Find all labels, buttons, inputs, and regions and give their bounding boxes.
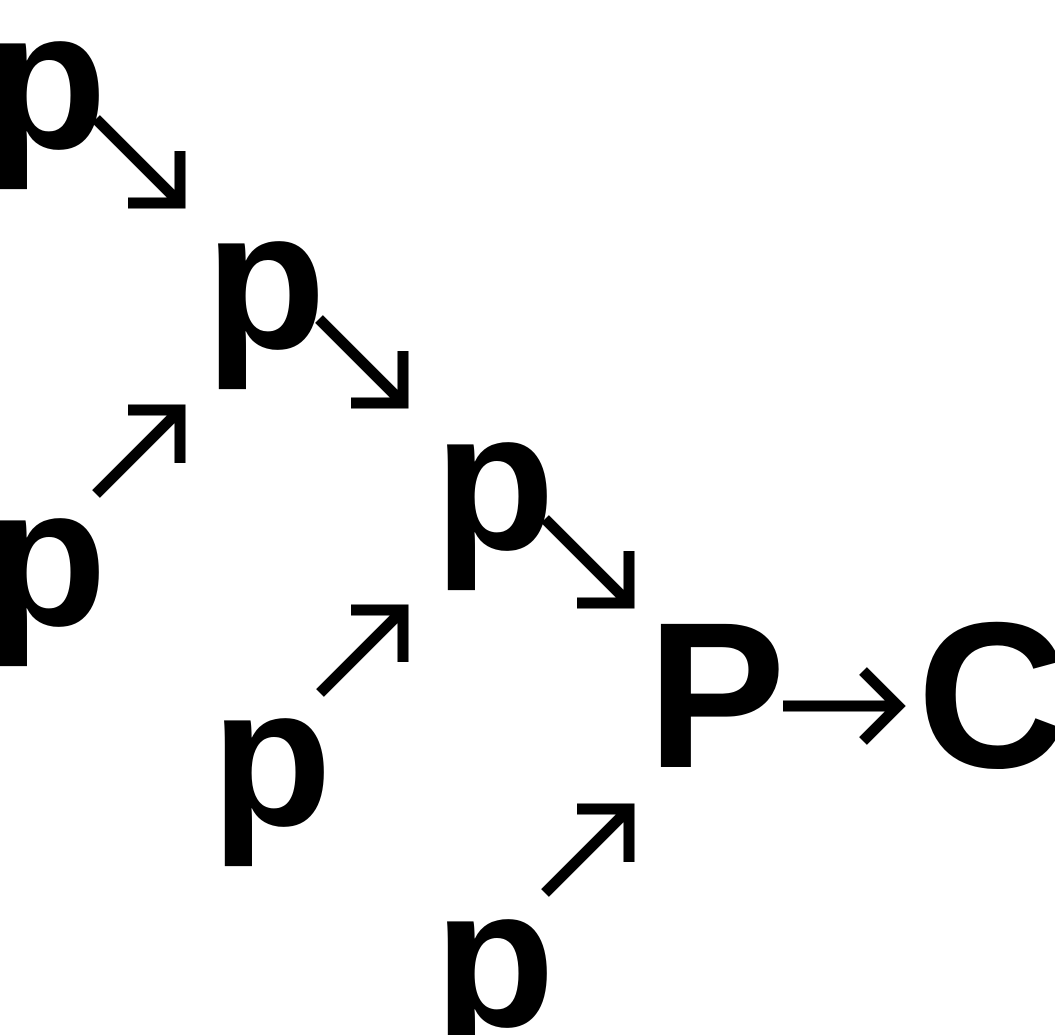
- arrow-p3-to-p2: [92, 404, 186, 498]
- node-p-5: p: [211, 646, 332, 867]
- node-C: C: [917, 580, 1055, 812]
- arrow-p4-to-P: [541, 515, 635, 609]
- node-p-4: p: [434, 370, 555, 591]
- node-p-6: p: [434, 847, 555, 1035]
- node-p-2: p: [205, 169, 326, 390]
- arrow-p2-to-p4: [315, 315, 409, 409]
- node-p-1: p: [0, 0, 107, 190]
- node-p-3: p: [0, 446, 107, 667]
- arrow-P-to-C: [783, 667, 906, 745]
- node-P: P: [647, 580, 786, 812]
- arrow-p5-to-p4: [316, 604, 409, 697]
- arrow-p6-to-P: [541, 803, 635, 897]
- arrow-p1-to-p2: [92, 115, 186, 209]
